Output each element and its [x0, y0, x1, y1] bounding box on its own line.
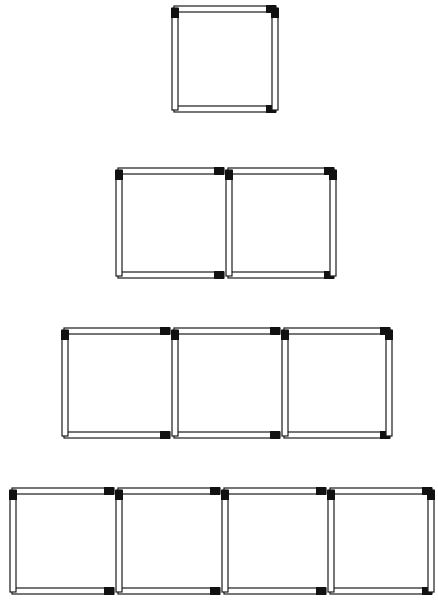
match-head: [115, 170, 123, 180]
stick-bottom-4: [330, 587, 432, 595]
stick-body: [118, 588, 220, 594]
stick-body: [174, 328, 280, 334]
stick-vertical-3: [221, 490, 229, 592]
match-head: [225, 170, 233, 180]
stick-body: [172, 8, 178, 110]
stick-vertical-2: [171, 330, 179, 436]
stick-vertical-2: [271, 8, 279, 110]
match-head: [270, 431, 280, 439]
stick-top-4: [330, 487, 432, 495]
stick-top-1: [12, 487, 114, 495]
match-head: [210, 487, 220, 495]
stick-vertical-4: [385, 330, 393, 436]
stick-top-1: [118, 167, 224, 175]
stick-body: [330, 488, 432, 494]
stick-body: [226, 170, 232, 276]
match-head: [9, 490, 17, 500]
match-head: [160, 327, 170, 335]
stick-bottom-3: [224, 587, 326, 595]
stick-top-2: [174, 327, 280, 335]
match-head: [281, 330, 289, 340]
stick-top-3: [284, 327, 390, 335]
match-head: [427, 490, 435, 500]
stick-vertical-2: [115, 490, 123, 592]
stick-bottom-1: [174, 105, 276, 113]
stick-body: [228, 272, 334, 278]
stick-body: [428, 490, 434, 592]
match-head: [329, 170, 337, 180]
match-head: [214, 167, 224, 175]
stick-body: [328, 490, 334, 592]
stick-body: [174, 432, 280, 438]
stick-vertical-1: [9, 490, 17, 592]
stick-body: [116, 490, 122, 592]
match-head: [171, 8, 179, 18]
stick-body: [172, 330, 178, 436]
match-head: [171, 330, 179, 340]
stick-body: [284, 328, 390, 334]
stick-body: [282, 330, 288, 436]
match-head: [327, 490, 335, 500]
stick-body: [118, 272, 224, 278]
stick-body: [330, 170, 336, 276]
stick-body: [116, 170, 122, 276]
stick-body: [62, 330, 68, 436]
match-head: [104, 587, 114, 595]
stick-body: [228, 168, 334, 174]
stick-bottom-2: [174, 431, 280, 439]
stick-top-1: [64, 327, 170, 335]
stick-bottom-1: [64, 431, 170, 439]
match-head: [160, 431, 170, 439]
stick-vertical-1: [171, 8, 179, 110]
stick-top-2: [228, 167, 334, 175]
stick-body: [118, 168, 224, 174]
match-head: [115, 490, 123, 500]
match-head: [316, 587, 326, 595]
stick-vertical-4: [327, 490, 335, 592]
stick-body: [224, 588, 326, 594]
stick-vertical-3: [329, 170, 337, 276]
stick-body: [118, 488, 220, 494]
stick-body: [224, 488, 326, 494]
stick-body: [10, 490, 16, 592]
stick-body: [222, 490, 228, 592]
stick-body: [174, 106, 276, 112]
match-head: [61, 330, 69, 340]
match-head: [270, 327, 280, 335]
stick-vertical-1: [61, 330, 69, 436]
match-head: [385, 330, 393, 340]
stick-top-2: [118, 487, 220, 495]
stick-body: [64, 328, 170, 334]
stick-body: [284, 432, 390, 438]
stick-bottom-1: [12, 587, 114, 595]
stick-top-3: [224, 487, 326, 495]
match-head: [271, 8, 279, 18]
match-head: [316, 487, 326, 495]
stick-bottom-2: [228, 271, 334, 279]
match-head: [214, 271, 224, 279]
stick-vertical-1: [115, 170, 123, 276]
stick-body: [64, 432, 170, 438]
stick-bottom-1: [118, 271, 224, 279]
stick-body: [12, 488, 114, 494]
stick-top-1: [174, 5, 276, 13]
stick-bottom-3: [284, 431, 390, 439]
match-head: [221, 490, 229, 500]
stick-vertical-5: [427, 490, 435, 592]
stick-vertical-2: [225, 170, 233, 276]
stick-body: [386, 330, 392, 436]
stick-body: [330, 588, 432, 594]
stick-body: [12, 588, 114, 594]
stick-body: [174, 6, 276, 12]
match-head: [104, 487, 114, 495]
stick-body: [272, 8, 278, 110]
match-head: [210, 587, 220, 595]
stick-vertical-3: [281, 330, 289, 436]
stick-bottom-2: [118, 587, 220, 595]
